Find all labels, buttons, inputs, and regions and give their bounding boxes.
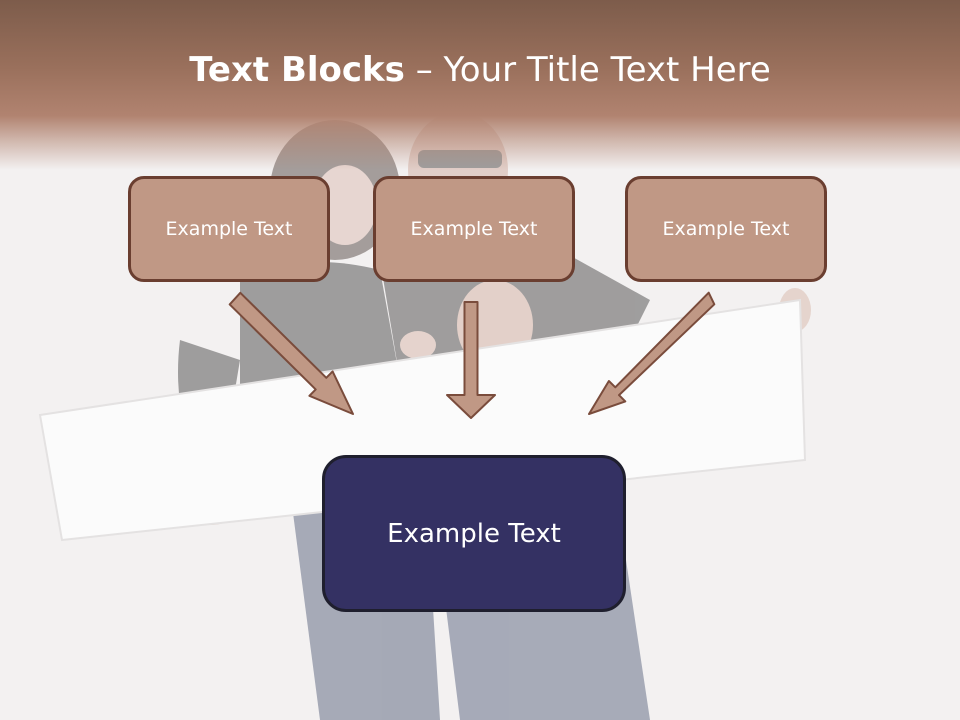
title-dash: – [404,50,444,90]
text-block-3-label: Example Text [662,218,790,240]
arrow-right [588,291,716,415]
text-block-1-label: Example Text [165,218,293,240]
text-block-3[interactable]: Example Text [625,176,827,282]
slide-title: Text Blocks – Your Title Text Here [0,50,960,90]
header-band [0,0,960,170]
arrow-center [446,301,496,419]
main-text-block-label: Example Text [387,518,561,549]
text-block-2[interactable]: Example Text [373,176,575,282]
title-bold: Text Blocks [189,50,405,90]
main-text-block[interactable]: Example Text [322,455,626,612]
text-block-2-label: Example Text [410,218,538,240]
text-block-1[interactable]: Example Text [128,176,330,282]
title-rest: Your Title Text Here [443,50,771,90]
arrow-left [228,291,354,415]
